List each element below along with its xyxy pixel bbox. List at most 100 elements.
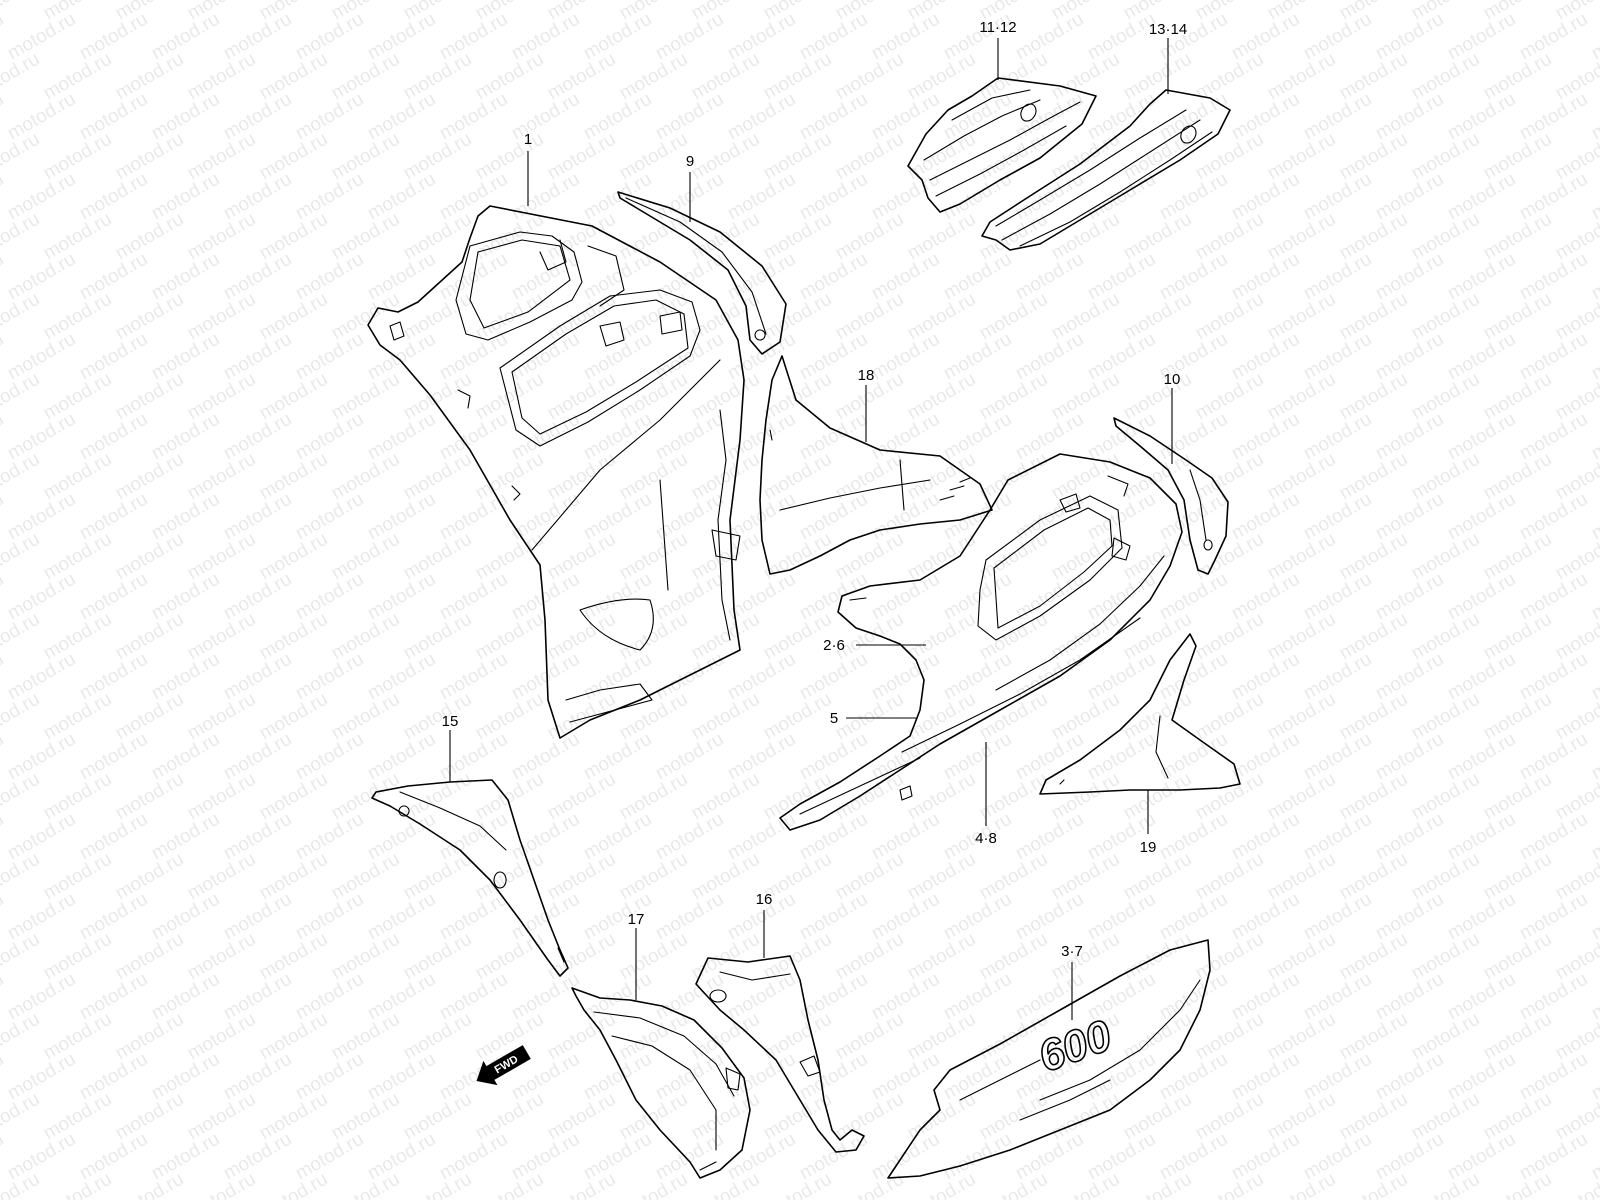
watermark-text: motod.ru bbox=[4, 1049, 79, 1105]
watermark-text: motod.ru bbox=[616, 1089, 691, 1145]
watermark-text: motod.ru bbox=[148, 889, 223, 945]
watermark-text: motod.ru bbox=[724, 969, 799, 1025]
watermark-text: motod.ru bbox=[1012, 329, 1087, 385]
watermark-text: motod.ru bbox=[0, 409, 7, 465]
watermark-text: motod.ru bbox=[1444, 89, 1519, 145]
watermark-text: motod.ru bbox=[220, 809, 295, 865]
watermark-text: motod.ru bbox=[220, 1129, 295, 1185]
watermark-text: motod.ru bbox=[400, 289, 475, 345]
watermark-text: motod.ru bbox=[1336, 1089, 1411, 1145]
watermark-text: motod.ru bbox=[256, 529, 331, 585]
watermark-text: motod.ru bbox=[148, 329, 223, 385]
watermark-text: motod.ru bbox=[76, 89, 151, 145]
watermark-text: motod.ru bbox=[1588, 1129, 1600, 1185]
watermark-text: motod.ru bbox=[652, 9, 727, 65]
watermark-text: motod.ru bbox=[1444, 249, 1519, 305]
watermark-text: motod.ru bbox=[1228, 9, 1303, 65]
watermark-text: motod.ru bbox=[1336, 609, 1411, 665]
watermark-text: motod.ru bbox=[472, 449, 547, 505]
watermark-text: motod.ru bbox=[472, 49, 547, 105]
watermark-text: motod.ru bbox=[1156, 89, 1231, 145]
watermark-text: motod.ru bbox=[1264, 369, 1339, 425]
watermark-text: motod.ru bbox=[1120, 529, 1195, 585]
watermark-text: motod.ru bbox=[1408, 929, 1483, 985]
watermark-text: motod.ru bbox=[760, 769, 835, 825]
watermark-text: motod.ru bbox=[976, 769, 1051, 825]
watermark-text: motod.ru bbox=[364, 9, 439, 65]
watermark-text: motod.ru bbox=[1408, 129, 1483, 185]
watermark-text: motod.ru bbox=[1084, 329, 1159, 385]
watermark-text: motod.ru bbox=[1336, 689, 1411, 745]
watermark-text: motod.ru bbox=[760, 209, 835, 265]
watermark-text: motod.ru bbox=[112, 369, 187, 425]
watermark-text: motod.ru bbox=[4, 89, 79, 145]
watermark-text: motod.ru bbox=[184, 49, 259, 105]
watermark-text: motod.ru bbox=[292, 89, 367, 145]
watermark-text: motod.ru bbox=[1336, 289, 1411, 345]
watermark-text: motod.ru bbox=[220, 169, 295, 225]
watermark-text: motod.ru bbox=[940, 1049, 1015, 1105]
watermark-text: motod.ru bbox=[1012, 89, 1087, 145]
watermark-text: motod.ru bbox=[1372, 489, 1447, 545]
watermark-text: motod.ru bbox=[1192, 529, 1267, 585]
watermark-text: motod.ru bbox=[832, 289, 907, 345]
watermark-text: motod.ru bbox=[940, 249, 1015, 305]
watermark-text: motod.ru bbox=[652, 489, 727, 545]
watermark-text: motod.ru bbox=[1408, 289, 1483, 345]
watermark-text: motod.ru bbox=[148, 409, 223, 465]
watermark-text: motod.ru bbox=[112, 689, 187, 745]
part-3-7-decal bbox=[887, 939, 1211, 1179]
watermark-text: motod.ru bbox=[328, 929, 403, 985]
watermark-text: motod.ru bbox=[1444, 169, 1519, 225]
watermark-text: motod.ru bbox=[256, 209, 331, 265]
watermark-text: motod.ru bbox=[796, 809, 871, 865]
part-1-upper-cowling bbox=[367, 205, 745, 739]
watermark-text: motod.ru bbox=[652, 1049, 727, 1105]
watermark-text: motod.ru bbox=[40, 769, 115, 825]
callout-3-7: 3·7 bbox=[1061, 943, 1083, 960]
watermark-text: motod.ru bbox=[0, 289, 43, 345]
watermark-text: motod.ru bbox=[292, 729, 367, 785]
watermark-text: motod.ru bbox=[328, 289, 403, 345]
watermark-text: motod.ru bbox=[1588, 9, 1600, 65]
watermark-text: motod.ru bbox=[1192, 209, 1267, 265]
watermark-text: motod.ru bbox=[112, 769, 187, 825]
watermark-text: motod.ru bbox=[1444, 569, 1519, 625]
watermark-text: motod.ru bbox=[1444, 729, 1519, 785]
watermark-text: motod.ru bbox=[976, 1089, 1051, 1145]
watermark-text: motod.ru bbox=[868, 1129, 943, 1185]
watermark-text: motod.ru bbox=[76, 169, 151, 225]
watermark-text: motod.ru bbox=[1048, 769, 1123, 825]
watermark-text: motod.ru bbox=[220, 9, 295, 65]
part-15-deflector bbox=[371, 779, 569, 977]
watermark-text: motod.ru bbox=[1408, 849, 1483, 905]
watermark-text: motod.ru bbox=[400, 49, 475, 105]
watermark-text: motod.ru bbox=[1300, 969, 1375, 1025]
watermark-text: motod.ru bbox=[148, 649, 223, 705]
watermark-text: motod.ru bbox=[1480, 129, 1555, 185]
watermark-text: motod.ru bbox=[0, 969, 7, 1025]
watermark-text: motod.ru bbox=[760, 449, 835, 505]
watermark-text: motod.ru bbox=[40, 529, 115, 585]
watermark-text: motod.ru bbox=[868, 809, 943, 865]
watermark-text: motod.ru bbox=[1264, 849, 1339, 905]
watermark-text: motod.ru bbox=[1372, 1129, 1447, 1185]
watermark-text: motod.ru bbox=[1408, 1089, 1483, 1145]
watermark-text: motod.ru bbox=[580, 969, 655, 1025]
watermark-text: motod.ru bbox=[0, 929, 43, 985]
watermark-text: motod.ru bbox=[4, 649, 79, 705]
watermark-text: motod.ru bbox=[1336, 1169, 1411, 1200]
watermark-text: motod.ru bbox=[868, 89, 943, 145]
watermark-text: motod.ru bbox=[4, 329, 79, 385]
watermark-text: motod.ru bbox=[940, 969, 1015, 1025]
watermark-text: motod.ru bbox=[0, 0, 43, 24]
watermark-text: motod.ru bbox=[1228, 1129, 1303, 1185]
watermark-text: motod.ru bbox=[652, 89, 727, 145]
watermark-text: motod.ru bbox=[580, 649, 655, 705]
watermark-text: motod.ru bbox=[1444, 889, 1519, 945]
watermark-text: motod.ru bbox=[616, 769, 691, 825]
watermark-text: motod.ru bbox=[1192, 129, 1267, 185]
watermark-text: motod.ru bbox=[688, 49, 763, 105]
watermark-text: motod.ru bbox=[904, 1169, 979, 1200]
watermark-text: motod.ru bbox=[868, 249, 943, 305]
